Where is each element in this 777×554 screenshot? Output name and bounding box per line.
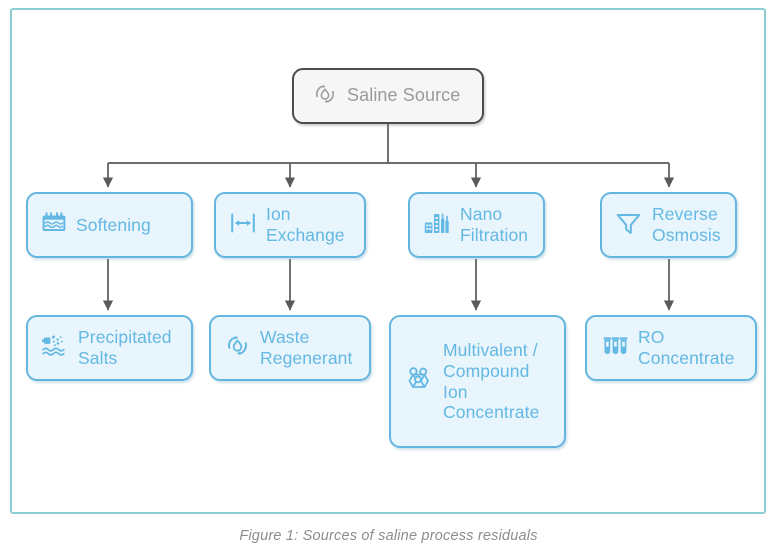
node-nano-filtration[interactable]: Nano Filtration: [408, 192, 545, 258]
figure-caption: Figure 1: Sources of saline process resi…: [239, 528, 538, 544]
node-softening[interactable]: Softening: [26, 192, 193, 258]
node-ro-concentrate[interactable]: RO Concentrate: [585, 315, 757, 381]
recycle-droplet-icon: [312, 81, 338, 112]
node-waste-regenerant[interactable]: Waste Regenerant: [209, 315, 371, 381]
industrial-plant-icon: [423, 210, 451, 241]
node-saline-source[interactable]: Saline Source: [292, 68, 484, 124]
recycle-droplet-icon: [224, 332, 251, 364]
funnel-icon: [615, 210, 643, 241]
node-ion-exchange[interactable]: Ion Exchange: [214, 192, 366, 258]
node-label: Nano Filtration: [460, 204, 529, 245]
precipitate-water-icon: [41, 332, 69, 365]
test-tubes-icon: [603, 334, 629, 363]
molecule-icon: [404, 364, 434, 399]
node-label: Ion Exchange: [266, 204, 345, 245]
node-label: RO Concentrate: [638, 327, 735, 368]
node-precipitated-salts[interactable]: Precipitated Salts: [26, 315, 193, 381]
node-label: Precipitated Salts: [78, 327, 172, 368]
node-label: Reverse Osmosis: [652, 204, 721, 245]
node-label: Waste Regenerant: [260, 327, 353, 368]
water-tank-icon: [41, 210, 67, 241]
node-label: Multivalent / Compound Ion Concentrate: [443, 340, 540, 423]
node-label: Saline Source: [347, 85, 461, 106]
ion-exchange-icon: [229, 210, 257, 241]
node-label: Softening: [76, 214, 151, 235]
node-reverse-osmosis[interactable]: Reverse Osmosis: [600, 192, 737, 258]
node-multivalent-ion-concentrate[interactable]: Multivalent / Compound Ion Concentrate: [389, 315, 566, 448]
